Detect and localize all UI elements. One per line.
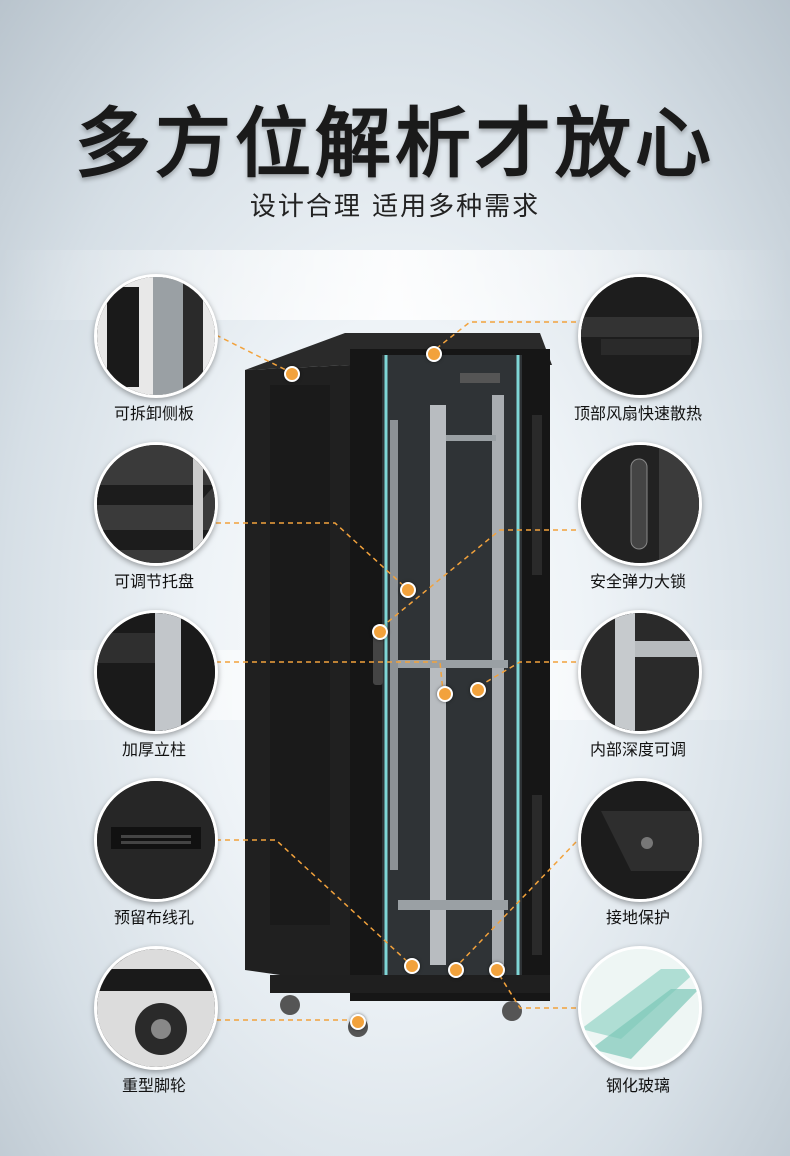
cable-hole-icon bbox=[94, 778, 218, 902]
callout-dot bbox=[448, 962, 464, 978]
callout-dot bbox=[372, 624, 388, 640]
callout-dot bbox=[404, 958, 420, 974]
callout-dot bbox=[489, 962, 505, 978]
page-title: 多方位解析才放心 bbox=[75, 99, 715, 188]
rail-icon bbox=[578, 610, 702, 734]
column-icon bbox=[94, 610, 218, 734]
feature-label-left-4: 预留布线孔 bbox=[113, 908, 194, 927]
ground-icon bbox=[578, 778, 702, 902]
feature-label-right-4: 接地保护 bbox=[605, 908, 670, 927]
glass-icon bbox=[578, 946, 702, 1070]
callout-dot bbox=[437, 686, 453, 702]
lock-icon bbox=[578, 442, 702, 566]
feature-label-right-2: 安全弹力大锁 bbox=[589, 572, 686, 591]
feature-label-right-1: 顶部风扇快速散热 bbox=[573, 404, 702, 423]
callout-dot bbox=[284, 366, 300, 382]
callout-dot bbox=[400, 582, 416, 598]
page-subtitle: 设计合理 适用多种需求 bbox=[249, 192, 541, 222]
callout-dot bbox=[426, 346, 442, 362]
server-cabinet-image bbox=[245, 333, 552, 1037]
feature-label-right-3: 内部深度可调 bbox=[589, 740, 686, 759]
feature-label-right-5: 钢化玻璃 bbox=[605, 1076, 670, 1095]
feature-label-left-2: 可调节托盘 bbox=[113, 572, 194, 591]
callout-dot bbox=[470, 682, 486, 698]
feature-label-left-3: 加厚立柱 bbox=[121, 740, 186, 759]
side-panel-icon bbox=[94, 274, 218, 398]
feature-label-left-1: 可拆卸侧板 bbox=[113, 404, 194, 423]
callout-dot bbox=[350, 1014, 366, 1030]
caster-icon bbox=[94, 946, 218, 1070]
feature-label-left-5: 重型脚轮 bbox=[121, 1076, 186, 1095]
tray-icon bbox=[94, 442, 218, 566]
fan-vent-icon bbox=[578, 274, 702, 398]
